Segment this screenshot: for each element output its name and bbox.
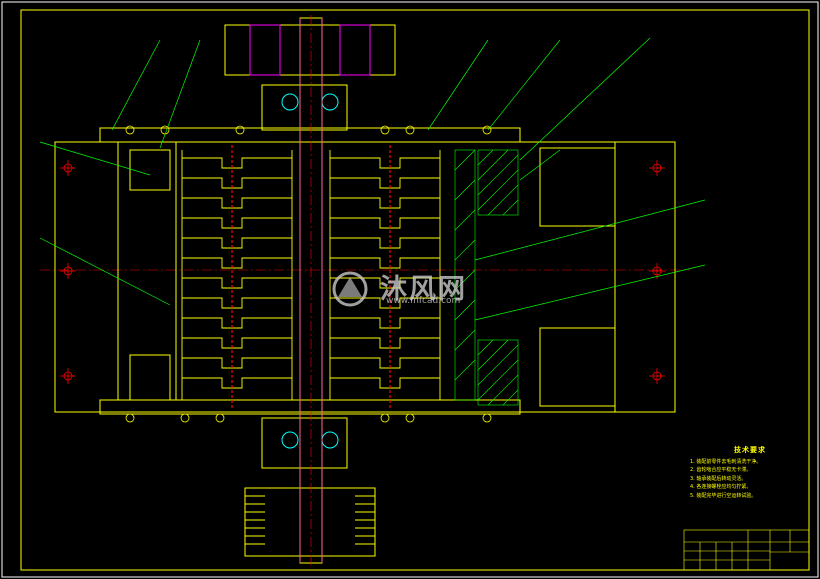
watermark-logo-icon [332, 271, 368, 307]
main-shaft [299, 15, 323, 565]
watermark: 沐风网 www.mfcad.com [330, 265, 500, 313]
housing [54, 127, 676, 415]
bolt-holes [60, 160, 665, 384]
hatched-blocks [454, 149, 519, 406]
left-gear-stack [181, 150, 293, 400]
technical-requirement-item: 5. 装配完毕进行空运转试验。 [690, 492, 757, 499]
technical-requirement-item: 2. 齿轮啮合应平稳无卡滞。 [690, 467, 752, 473]
technical-requirement-item: 1. 装配前零件去毛刺清洗干净。 [690, 458, 762, 465]
technical-requirement-item: 4. 各连接螺栓应均匀拧紧。 [690, 484, 752, 490]
technical-requirement-item: 3. 轴承装配后转动灵活。 [690, 475, 747, 482]
inner-border [20, 9, 810, 571]
bottom-pulley [244, 417, 376, 557]
watermark-name: 沐风网 [380, 274, 467, 305]
top-gear [224, 24, 396, 131]
technical-requirements-title: 技术要求 [734, 446, 766, 454]
leader-lines [39, 37, 706, 321]
watermark-url: www.mfcad.com [386, 296, 461, 306]
technical-requirements: 技术要求 1. 装配前零件去毛刺清洗干净。 2. 齿轮啮合应平稳无卡滞。 3. … [690, 446, 810, 500]
title-block [683, 529, 810, 571]
